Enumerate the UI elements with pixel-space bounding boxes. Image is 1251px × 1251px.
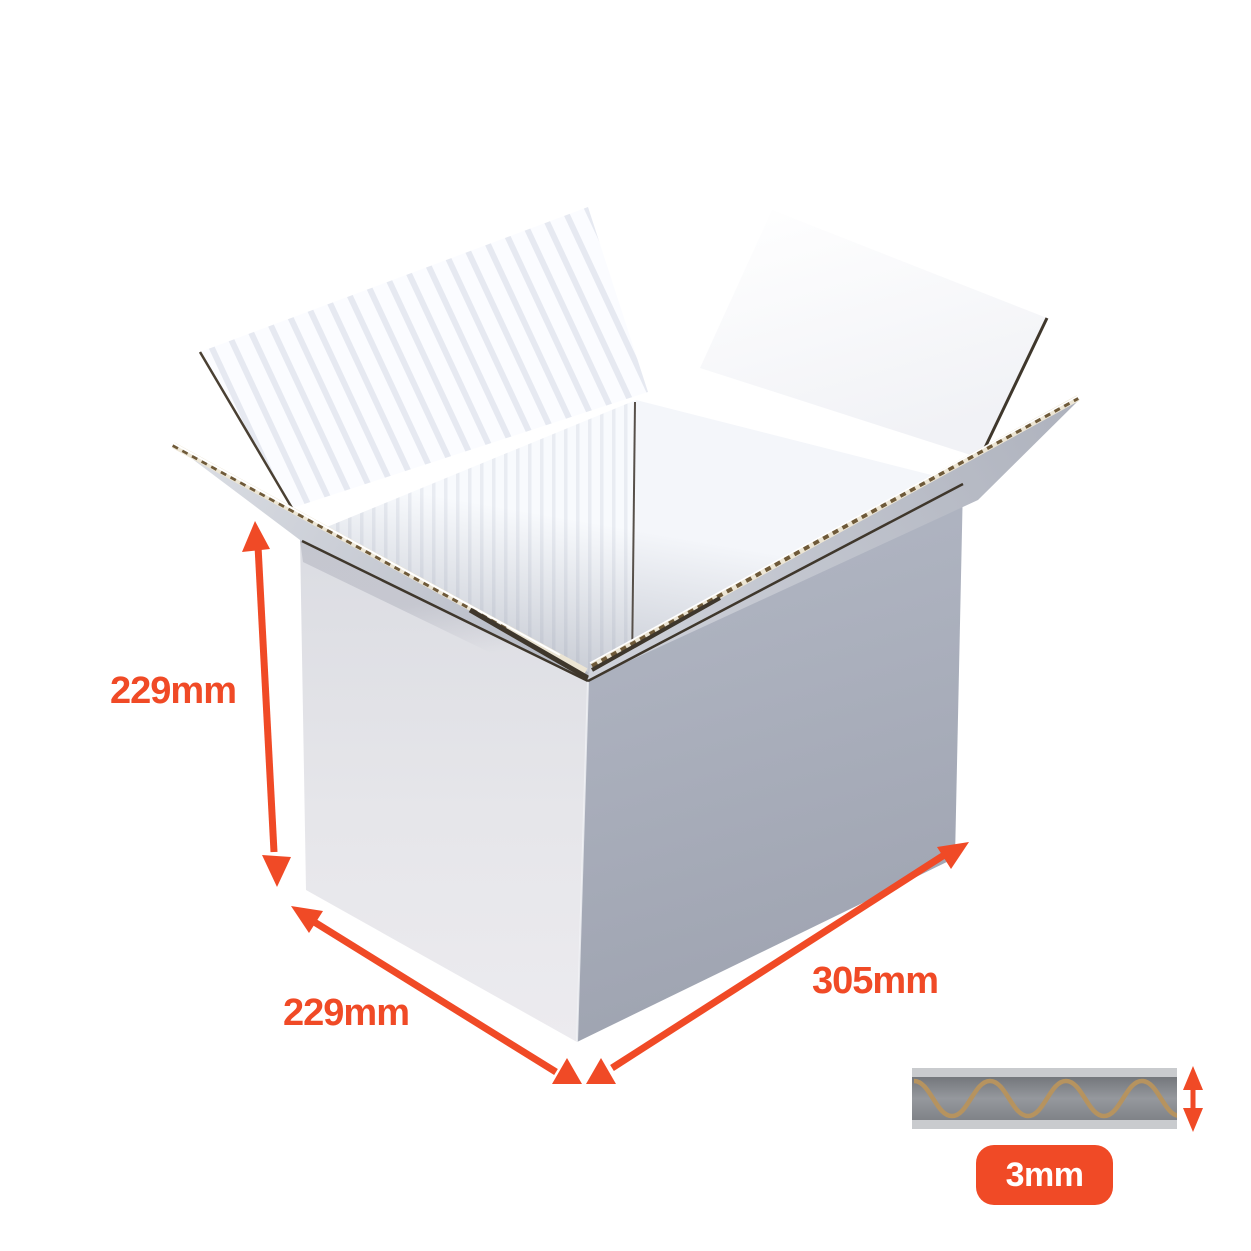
box-right-face [576,483,963,1043]
depth-arrow-icon [291,906,582,1084]
box-left-face [300,538,588,1042]
front-vertical-edge [576,681,589,1043]
interior-corner-edge [631,401,636,671]
length-dimension-label: 305mm [812,960,939,1002]
back-right-flap [700,210,1049,459]
thickness-badge-label: 3mm [1005,1155,1084,1194]
right-open-flap [587,394,1081,683]
back-left-flap [198,207,648,509]
height-arrow-icon [242,521,291,887]
thickness-badge: 3mm [976,1145,1113,1205]
thickness-arrow-icon [1183,1066,1203,1132]
length-arrow-icon [586,842,969,1084]
left-open-flap [170,441,590,683]
depth-dimension-label: 229mm [283,992,410,1034]
corrugated-cross-section-icon [912,1068,1177,1129]
height-dimension-label: 229mm [110,670,237,712]
flute-wave [913,1078,1177,1119]
